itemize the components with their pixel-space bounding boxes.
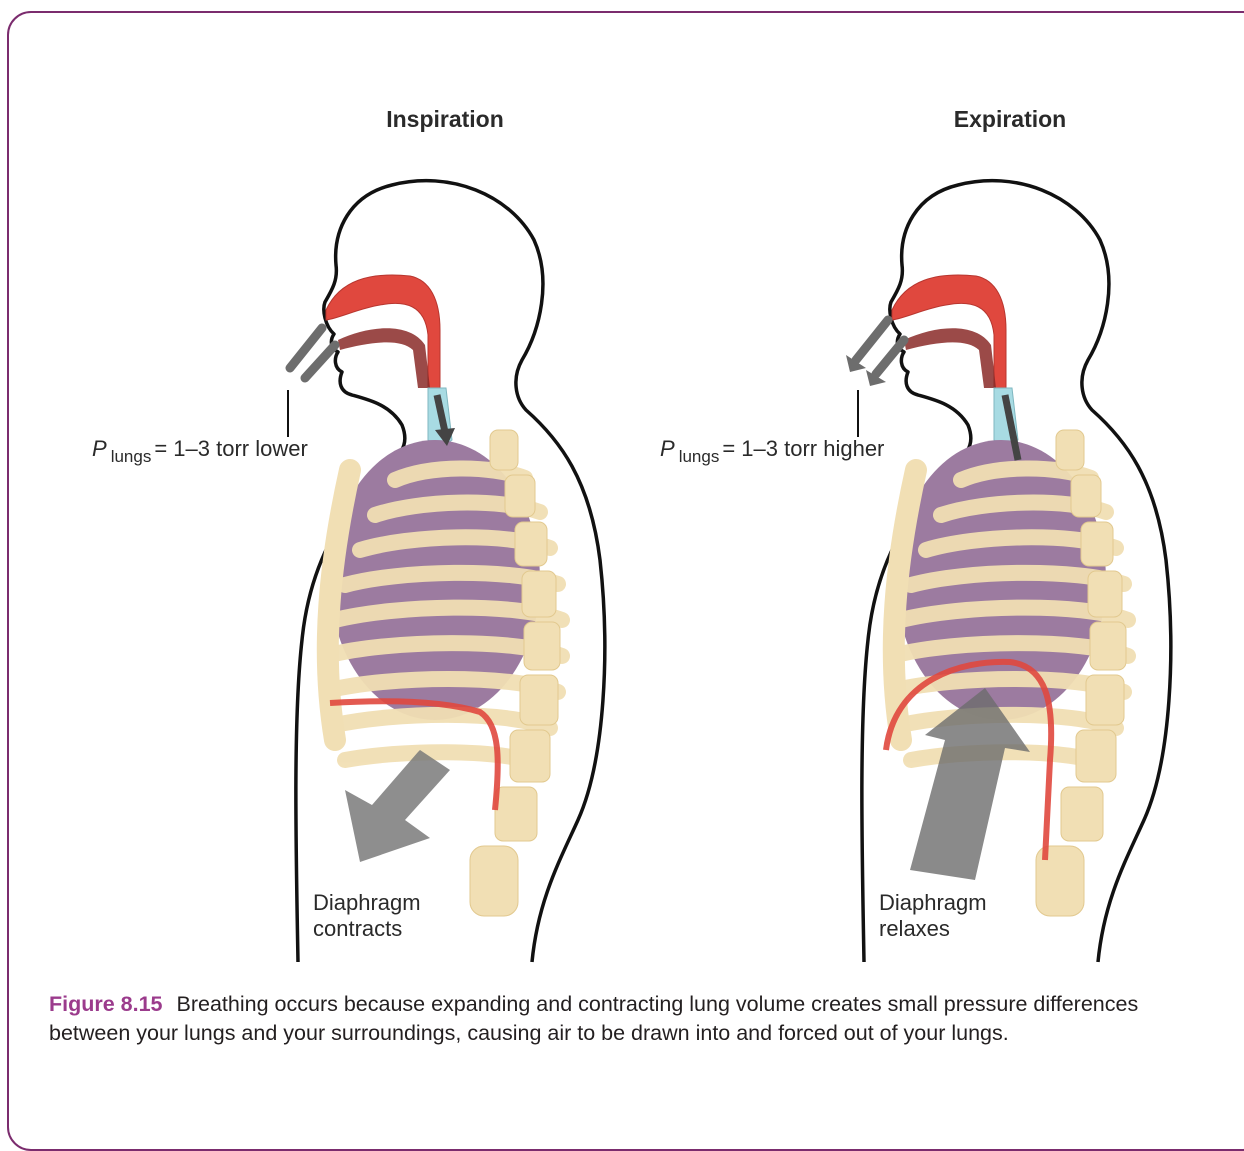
- pressure-value: = 1–3 torr higher: [722, 436, 884, 461]
- diaphragm-label-line2: relaxes: [879, 916, 987, 942]
- pressure-subscript: lungs: [111, 447, 152, 466]
- diaphragm-label-line2: contracts: [313, 916, 421, 942]
- panel-title-expiration: Expiration: [900, 106, 1120, 133]
- breathing-diagram: [0, 0, 1244, 1123]
- panel-title-inspiration: Inspiration: [335, 106, 555, 133]
- airflow-arrow-out-2: [876, 340, 904, 374]
- pressure-value: = 1–3 torr lower: [154, 436, 307, 461]
- pressure-subscript: lungs: [679, 447, 720, 466]
- pressure-symbol: P: [660, 436, 675, 461]
- diaphragm-label-expiration: Diaphragm relaxes: [879, 890, 987, 942]
- diaphragm-label-line1: Diaphragm: [313, 890, 421, 916]
- panel-inspiration: [288, 181, 605, 962]
- diaphragm-label-inspiration: Diaphragm contracts: [313, 890, 421, 942]
- diaphragm-arrow-down: [345, 750, 450, 862]
- caption-text: Breathing occurs because expanding and c…: [49, 992, 1138, 1045]
- panel-expiration: [846, 181, 1171, 962]
- diaphragm-label-line1: Diaphragm: [879, 890, 987, 916]
- figure-number: Figure 8.15: [49, 992, 163, 1016]
- pressure-symbol: P: [92, 436, 107, 461]
- airflow-arrow-out-1: [856, 320, 888, 360]
